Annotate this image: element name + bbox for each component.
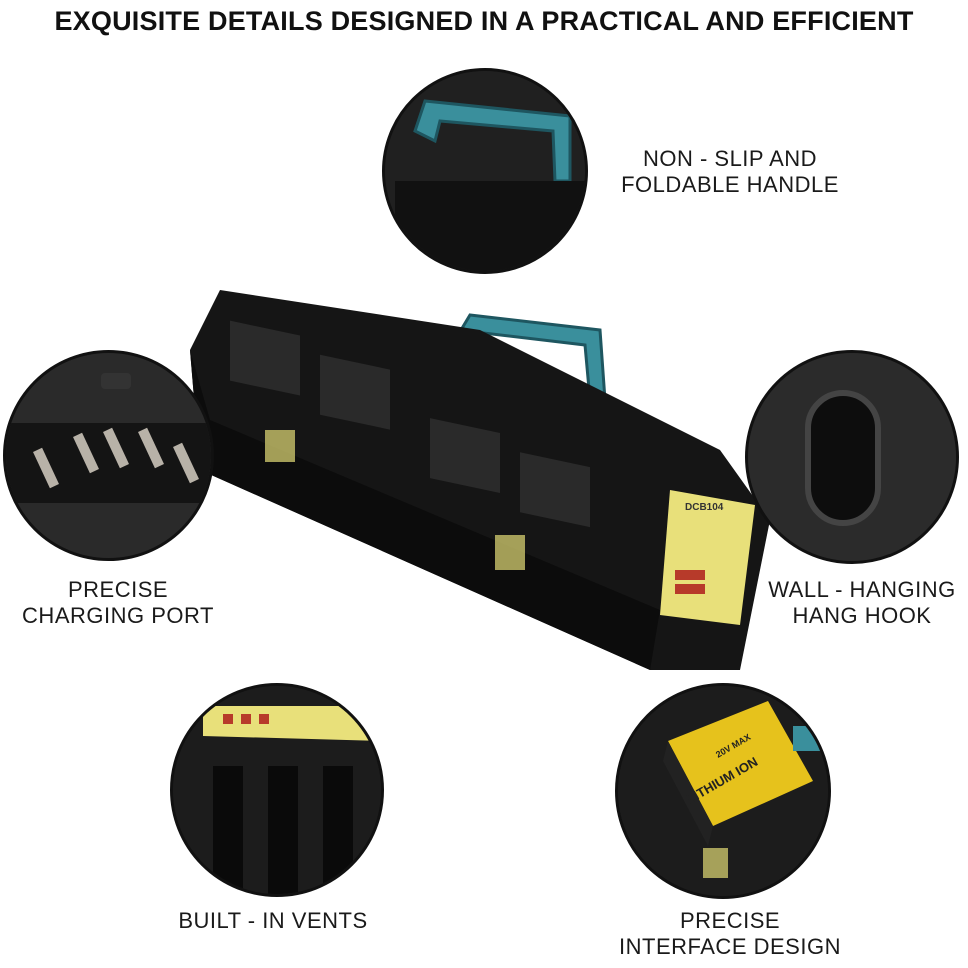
caption-line: CHARGING PORT bbox=[22, 603, 214, 628]
caption-line: INTERFACE DESIGN bbox=[619, 934, 841, 959]
caption-line: PRECISE bbox=[67, 577, 169, 602]
feature-caption-vents: BUILT - IN VENTS bbox=[150, 908, 396, 934]
caption-line: HANG HOOK bbox=[792, 603, 932, 628]
caption-line: FOLDABLE HANDLE bbox=[621, 172, 839, 197]
handle-detail-circle bbox=[382, 68, 588, 274]
caption-line: NON - SLIP AND bbox=[642, 146, 818, 171]
feature-caption-port: PRECISE CHARGING PORT bbox=[0, 577, 236, 629]
charger-product-image: DCB104 bbox=[190, 290, 770, 670]
feature-caption-handle: NON - SLIP AND FOLDABLE HANDLE bbox=[600, 146, 860, 198]
feature-caption-interface: PRECISE INTERFACE DESIGN bbox=[590, 908, 870, 960]
caption-line: BUILT - IN VENTS bbox=[178, 908, 368, 933]
caption-line: WALL - HANGING bbox=[768, 577, 956, 602]
caption-line: PRECISE bbox=[679, 908, 781, 933]
vents-detail-circle bbox=[170, 683, 384, 897]
charging-port-detail-circle bbox=[3, 350, 214, 561]
page-title: EXQUISITE DETAILS DESIGNED IN A PRACTICA… bbox=[54, 6, 914, 36]
hang-hook-detail-circle bbox=[745, 350, 959, 564]
charger-label: DCB104 bbox=[660, 490, 755, 625]
feature-caption-hook: WALL - HANGING HANG HOOK bbox=[748, 577, 968, 629]
model-label: DCB104 bbox=[685, 502, 724, 513]
